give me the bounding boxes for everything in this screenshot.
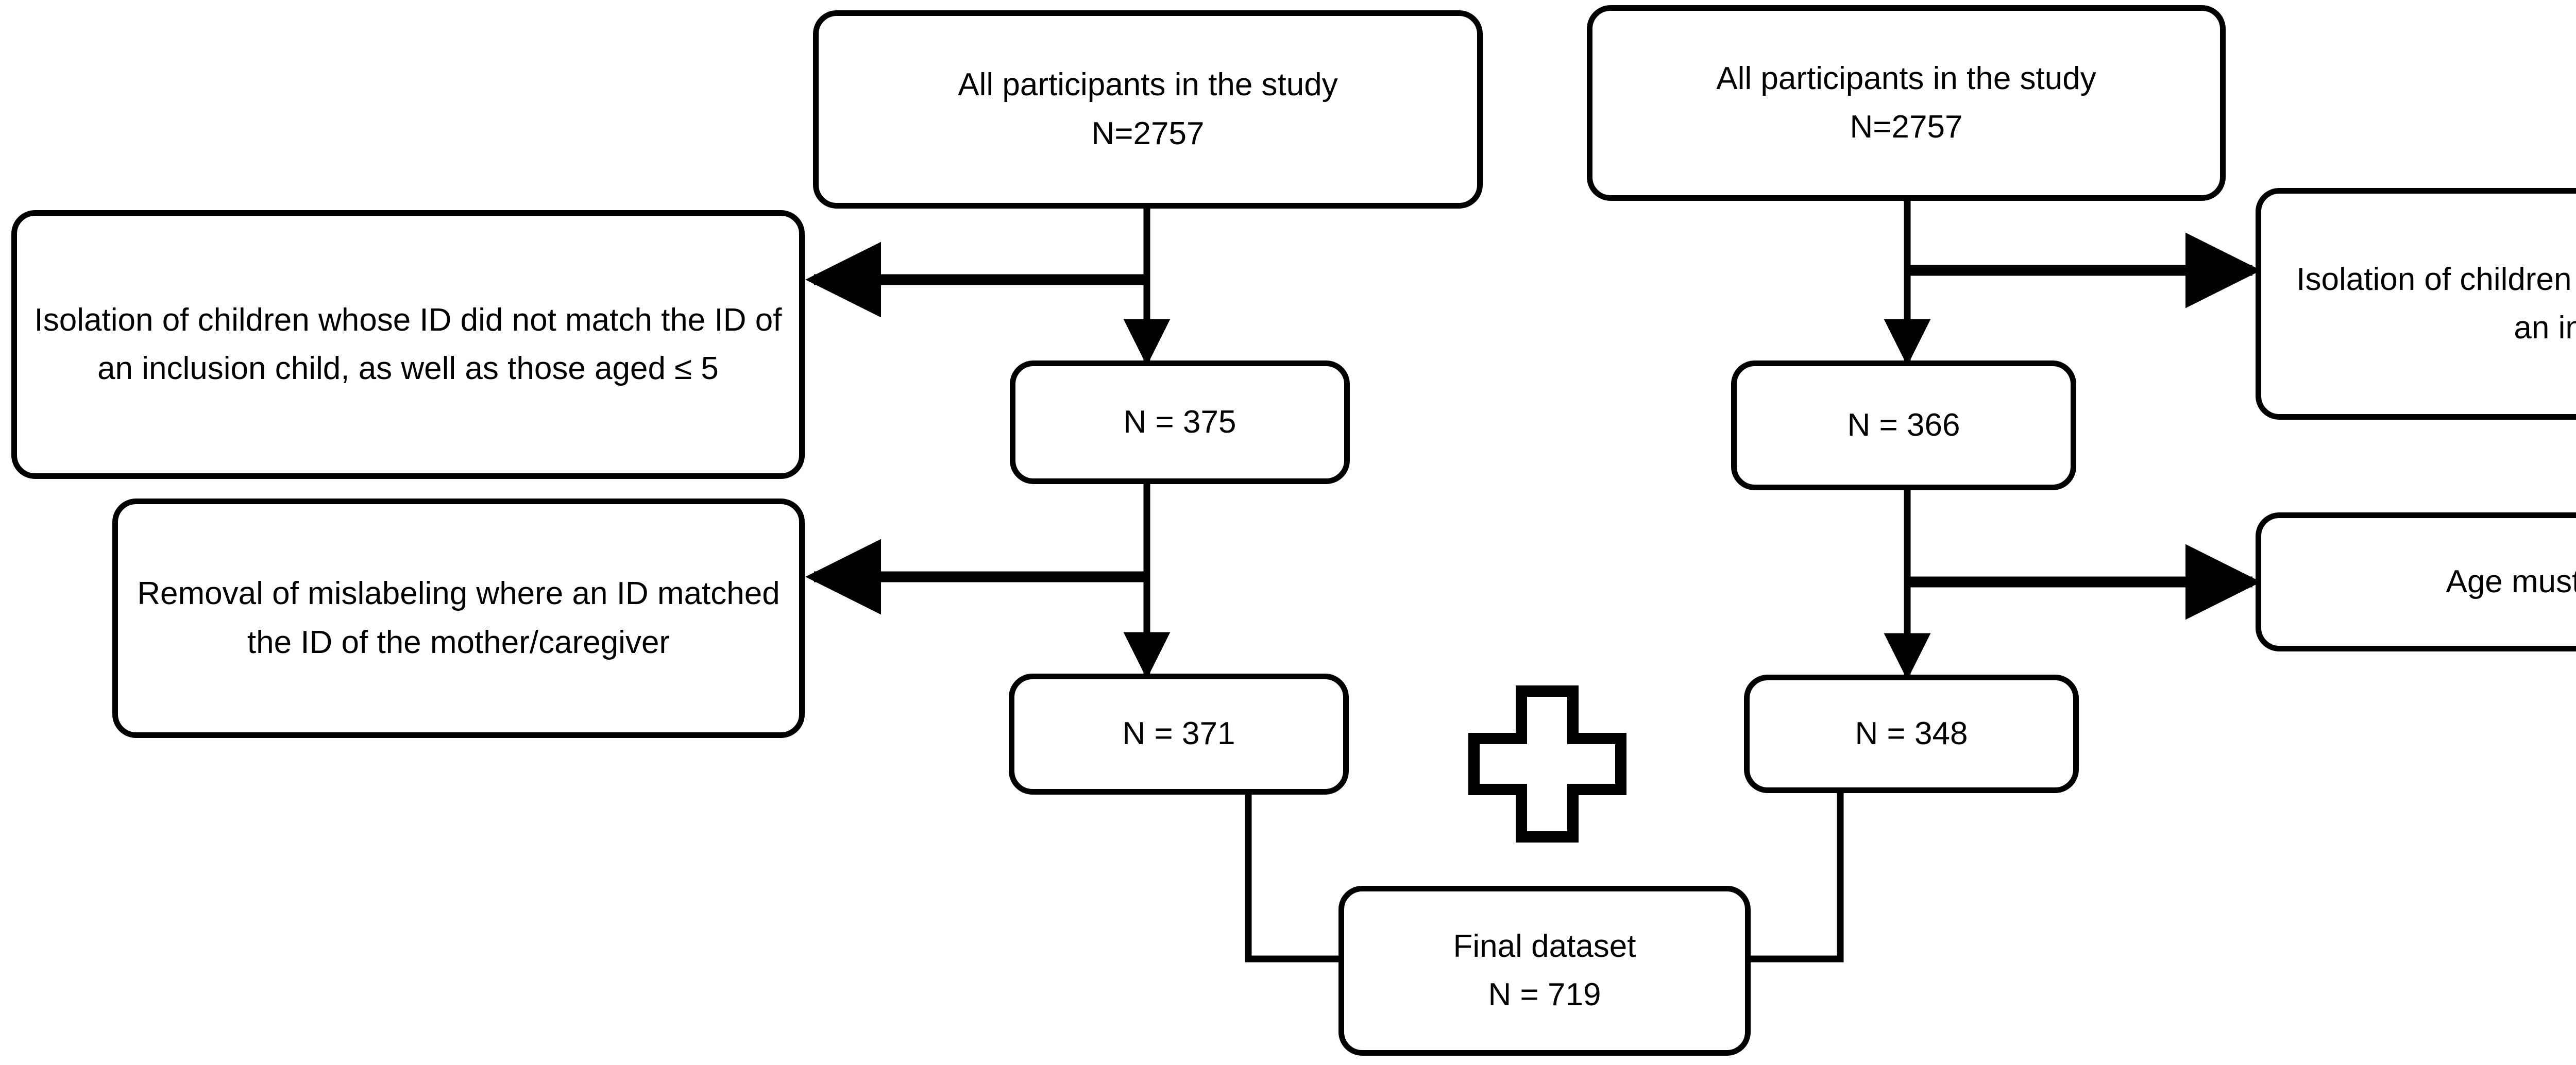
connector-right-count2-to-final [1751,793,1844,963]
node-right-exclusion-2-label: Age must be ≤ 5 [2446,563,2576,599]
node-right-count-2-label: N = 348 [1855,715,1968,751]
node-left-count-1-label: N = 375 [1123,404,1236,440]
node-left-exclusion-1-label: Isolation of children whose ID did not m… [34,302,782,386]
node-right-source-label: All participants in the study N=2757 [1716,60,2096,145]
node-right-exclusion-1-label: Isolation of children whose ID matched t… [2296,261,2576,346]
node-left-count-2-label: N = 371 [1122,716,1235,752]
node-left-exclusion-2-label: Removal of mislabeling where an ID match… [137,576,780,660]
node-right-exclusion-2[interactable]: Age must be ≤ 5 [2256,512,2576,651]
node-right-exclusion-1[interactable]: Isolation of children whose ID matched t… [2256,188,2576,420]
node-final-dataset[interactable]: Final dataset N = 719 [1338,886,1751,1056]
node-left-exclusion-2[interactable]: Removal of mislabeling where an ID match… [112,499,805,738]
plus-icon [1468,685,1626,843]
node-left-count-1[interactable]: N = 375 [1010,360,1350,484]
node-left-source[interactable]: All participants in the study N=2757 [813,10,1483,209]
node-right-count-2[interactable]: N = 348 [1744,675,2079,793]
node-left-source-label: All participants in the study N=2757 [958,67,1338,151]
node-right-source[interactable]: All participants in the study N=2757 [1587,5,2226,201]
connector-left-count2-to-final [1245,795,1340,963]
node-final-dataset-label: Final dataset N = 719 [1453,928,1636,1012]
node-left-count-2[interactable]: N = 371 [1009,674,1349,795]
node-left-exclusion-1[interactable]: Isolation of children whose ID did not m… [11,210,805,479]
node-right-count-1[interactable]: N = 366 [1731,360,2076,490]
node-right-count-1-label: N = 366 [1847,407,1960,443]
